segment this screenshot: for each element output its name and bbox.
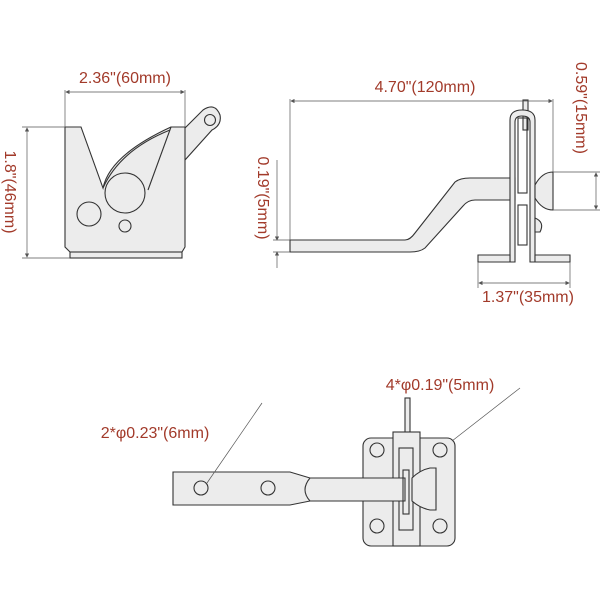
latch-width-label: 2.36"(60mm) [79,70,171,87]
plate-hole [432,442,448,458]
catch-base-strip [69,251,183,259]
bar-side-view [273,98,600,288]
plate-hole [369,442,385,458]
latch-top-view [172,387,521,547]
bar-hole [260,480,276,496]
bracket-base-label: 1.37"(35mm) [482,289,574,306]
catch-plate-view [22,89,221,259]
plate-hole [432,518,448,534]
tab-hole [203,113,217,127]
bracket-u [509,109,536,263]
plate-hole [369,518,385,534]
bracket-foot [477,254,571,263]
knob-top [411,467,437,511]
plate-holes-label: 4*φ0.19"(5mm) [386,377,495,394]
bar-hole [193,480,209,496]
knob [534,171,554,211]
catch-pivot-circle [104,172,146,214]
catch-hole-small [118,219,132,233]
bar-holes-label: 2*φ0.23"(6mm) [101,425,210,442]
knob-height-label: 0.59"(15mm) [572,62,589,154]
latch-bar-top [172,471,406,506]
latch-height-label: 1.8"(46mm) [1,150,18,233]
latch-bar-side [289,177,516,253]
pin-top-view [404,397,411,435]
bar-thickness-label: 0.19"(5mm) [254,156,271,239]
catch-tab [182,106,221,162]
bar-length-label: 4.70"(120mm) [375,79,476,96]
catch-hole-large [76,201,102,227]
